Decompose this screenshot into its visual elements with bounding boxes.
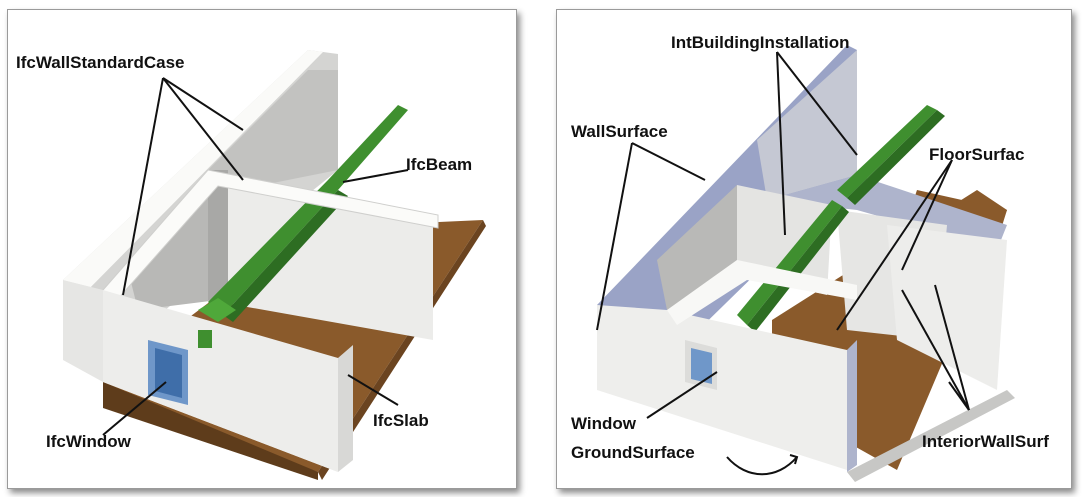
label-int-building-installation: IntBuildingInstallation	[671, 33, 850, 52]
label-ifc-slab: IfcSlab	[373, 411, 429, 430]
label-ifc-window: IfcWindow	[46, 432, 131, 451]
ifc-model-illustration	[63, 50, 486, 480]
citygml-model-panel: IntBuildingInstallation WallSurface Floo…	[556, 9, 1072, 489]
label-wall-surface: WallSurface	[571, 122, 668, 141]
installation-beam-2	[837, 105, 937, 198]
label-ifc-beam: IfcBeam	[406, 155, 473, 174]
installation-beam-1	[737, 200, 842, 325]
beam-shape	[208, 105, 408, 315]
label-window: Window	[571, 414, 636, 433]
label-interior-wall-surface: InteriorWallSurf	[922, 432, 1049, 451]
ifc-model-panel: IfcWallStandardCase IfcBeam IfcSlab IfcW…	[7, 9, 517, 489]
citygml-model-illustration	[596, 45, 1015, 482]
label-floor-surface: FloorSurfac	[929, 145, 1025, 164]
label-ground-surface: GroundSurface	[571, 443, 695, 462]
label-ifc-wall: IfcWallStandardCase	[16, 53, 185, 72]
